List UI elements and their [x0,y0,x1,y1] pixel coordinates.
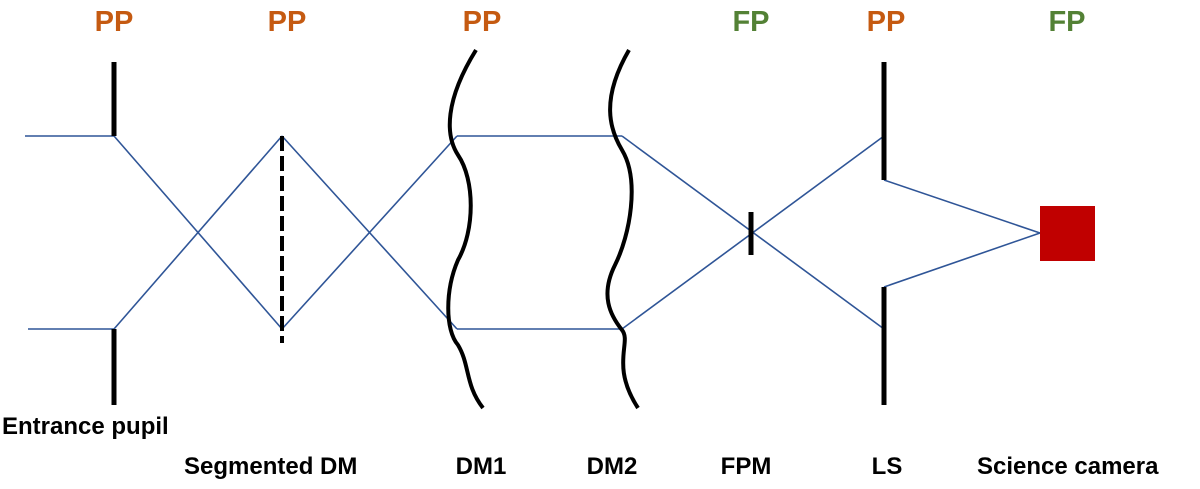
plane-label-dm1: PP [463,6,502,38]
label-segmented-dm: Segmented DM [184,453,357,480]
dm2-surface [605,48,640,410]
plane-label-lyot-stop: PP [867,6,906,38]
label-dm1: DM1 [456,453,507,480]
label-entrance-pupil: Entrance pupil [2,413,169,440]
plane-labels: PP PP PP FP PP FP [95,6,1086,38]
science-camera-detector [1040,206,1095,261]
plane-label-fpm: FP [732,6,769,38]
label-dm2: DM2 [587,453,638,480]
plane-label-segmented-dm: PP [268,6,307,38]
plane-label-science-camera: FP [1048,6,1085,38]
label-lyot-stop: LS [872,453,903,480]
ray-ls-to-camera-top [883,179,1041,234]
ray-ls-to-camera-bottom [883,232,1041,288]
plane-label-entrance-pupil: PP [95,6,134,38]
beam-rays [25,135,1041,330]
ray-sdm-to-dm1-2 [281,135,458,330]
component-labels: Entrance pupil Segmented DM DM1 DM2 FPM … [2,413,1159,480]
label-fpm: FPM [721,453,772,480]
dm1-surface [446,48,485,410]
optics [111,48,887,410]
label-science-camera: Science camera [977,453,1159,480]
ray-pupil-to-sdm-2 [113,135,283,330]
